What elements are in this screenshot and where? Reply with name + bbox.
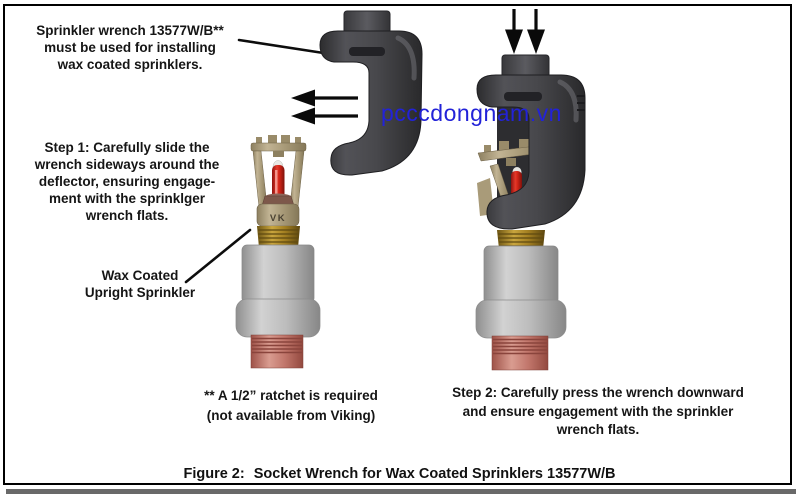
socket-wrench-step1 xyxy=(319,10,423,176)
pipe-fitting-hex xyxy=(241,244,315,304)
ratchet-note: ** A 1/2” ratchet is required (not avail… xyxy=(204,388,378,423)
pipe-fitting-hex xyxy=(483,245,559,305)
wrench-slot xyxy=(349,47,385,56)
brass-threads xyxy=(497,230,545,249)
frame-arm-right xyxy=(289,150,305,208)
sprinkler-label-leader-line xyxy=(184,228,252,284)
figure-caption-title: Socket Wrench for Wax Coated Sprinklers … xyxy=(253,466,616,482)
pipe-fitting-cap xyxy=(475,299,567,339)
slide-left-arrows-icon xyxy=(291,89,358,125)
pipe-fitting-cap xyxy=(235,298,321,338)
figure-caption: Figure 2: Socket Wrench for Wax Coated Sp… xyxy=(0,466,799,482)
wax-coated-upright-sprinkler-step1: VK xyxy=(235,135,321,369)
socket-wrench-step2 xyxy=(476,74,586,230)
watermark-text: pcccdongnam.vn xyxy=(381,100,562,126)
sprinkler-brand-marking: VK xyxy=(270,213,286,224)
wax-coated-sprinkler-label: Wax Coated Upright Sprinkler xyxy=(84,268,196,300)
wrench-slot xyxy=(504,92,542,101)
deflector xyxy=(250,142,307,152)
step1-instructions: Step 1: Carefully slide the wrench sidew… xyxy=(34,140,220,223)
step2-instructions: Step 2: Carefully press the wrench downw… xyxy=(452,385,744,437)
press-down-arrows-icon xyxy=(505,9,545,54)
figure-caption-number: Figure 2: xyxy=(183,466,245,482)
red-pipe xyxy=(250,334,304,369)
figure-border xyxy=(3,4,792,485)
grip-ridges xyxy=(577,95,585,111)
wrench-callout-note: Sprinkler wrench 13577W/B** must be used… xyxy=(36,23,224,72)
wrench-body xyxy=(319,30,423,176)
bottom-divider-bar xyxy=(6,489,796,494)
callout-leader-line xyxy=(237,38,332,56)
sprinkler-assembly-step2 xyxy=(475,54,586,371)
